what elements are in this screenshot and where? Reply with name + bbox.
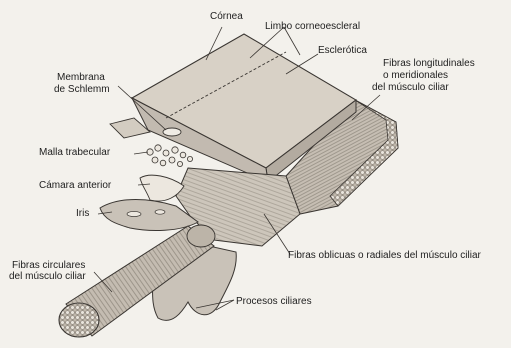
label-cornea: Córnea (210, 11, 243, 22)
label-esclerotica: Esclerótica (318, 45, 367, 56)
label-camara: Cámara anterior (39, 180, 111, 191)
label-membrana-1: Membrana (57, 72, 105, 83)
label-fibras-long-2: o meridionales (383, 70, 448, 81)
label-malla: Malla trabecular (39, 147, 110, 158)
trabecular-meshwork (147, 145, 193, 167)
label-fibras-obl: Fibras oblicuas o radiales del músculo c… (288, 250, 481, 261)
label-fibras-long-1: Fibras longitudinales (383, 58, 475, 69)
label-fibras-long-3: del músculo ciliar (372, 82, 449, 93)
label-procesos: Procesos ciliares (236, 296, 312, 307)
label-limbo: Limbo corneoescleral (265, 21, 360, 32)
label-fibras-circ-2: del músculo ciliar (9, 271, 86, 282)
label-membrana-2: de Schlemm (54, 84, 110, 95)
label-fibras-circ-1: Fibras circulares (12, 260, 85, 271)
label-iris: Iris (76, 208, 89, 219)
